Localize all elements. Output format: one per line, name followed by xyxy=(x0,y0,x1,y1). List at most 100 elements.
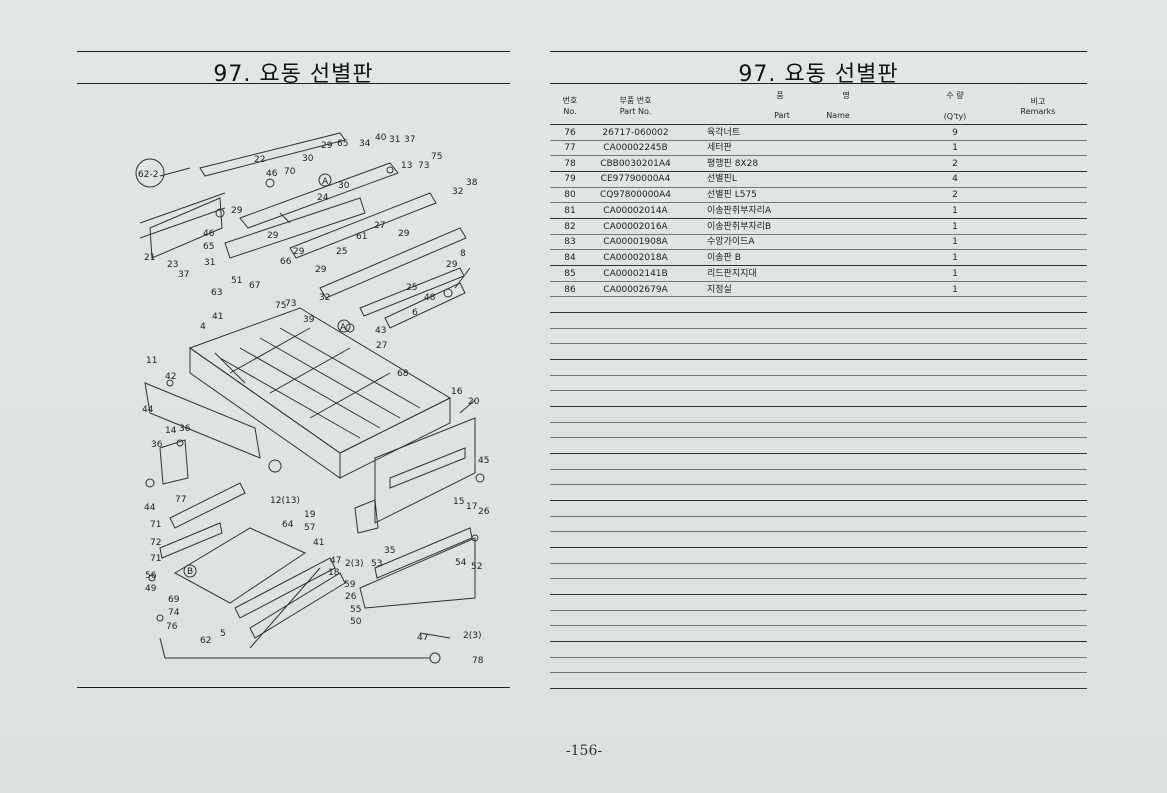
exploded-parts-diagram: 62-2 22 46 70 30 29 65 34 40 31 37 75 13… xyxy=(135,132,490,666)
row-86-qty: 1 xyxy=(952,285,958,295)
row-rule xyxy=(550,187,1087,188)
svg-text:62-2: 62-2 xyxy=(138,170,158,180)
row-85-qty: 1 xyxy=(952,269,958,279)
row-84-name: 이송판 B xyxy=(707,253,741,263)
svg-text:69: 69 xyxy=(168,595,180,605)
svg-text:55: 55 xyxy=(350,605,361,615)
svg-text:59: 59 xyxy=(344,580,356,590)
rail-part xyxy=(199,132,346,177)
row-rule xyxy=(550,202,1087,203)
svg-text:39: 39 xyxy=(303,315,315,325)
row-rule xyxy=(550,422,1087,423)
row-82-name: 이송판취부자리B xyxy=(707,222,772,232)
svg-text:47: 47 xyxy=(330,556,341,566)
rail-part xyxy=(239,162,399,229)
row-81-name: 이송판취부자리A xyxy=(707,206,772,216)
svg-text:29: 29 xyxy=(293,247,305,257)
row-rule xyxy=(550,359,1087,360)
row-78-qty: 2 xyxy=(952,159,958,169)
svg-text:24: 24 xyxy=(317,193,329,203)
svg-text:4: 4 xyxy=(200,322,206,332)
svg-text:74: 74 xyxy=(168,608,180,618)
row-81-qty: 1 xyxy=(952,206,958,216)
svg-text:77: 77 xyxy=(175,495,186,505)
row-80-name: 선별핀 L575 xyxy=(707,190,757,200)
header-no-ko: 번호 xyxy=(562,96,578,105)
svg-text:19: 19 xyxy=(304,510,316,520)
row-rule xyxy=(550,578,1087,579)
svg-text:32: 32 xyxy=(319,293,330,303)
svg-text:65: 65 xyxy=(203,242,214,252)
row-84-part: CA00002018A xyxy=(603,253,668,263)
svg-text:13: 13 xyxy=(401,161,412,171)
svg-text:67: 67 xyxy=(249,281,260,291)
svg-text:23: 23 xyxy=(167,260,178,270)
page-number: -156- xyxy=(565,743,603,759)
row-76-name: 육각너트 xyxy=(707,128,741,138)
svg-text:25: 25 xyxy=(336,247,347,257)
row-86-part: CA00002679A xyxy=(603,285,668,295)
svg-text:66: 66 xyxy=(280,257,292,267)
svg-text:71: 71 xyxy=(150,520,161,530)
svg-text:21: 21 xyxy=(144,253,155,263)
row-rule xyxy=(550,218,1087,219)
header-name-en-2: Name xyxy=(826,111,850,120)
row-rule xyxy=(550,610,1087,611)
svg-text:54: 54 xyxy=(455,558,467,568)
header-qty-en: (Q'ty) xyxy=(943,112,967,121)
svg-text:76: 76 xyxy=(166,622,178,632)
row-78-no: 78 xyxy=(564,159,576,169)
header-bottom-rule xyxy=(550,124,1087,125)
svg-text:29: 29 xyxy=(398,229,410,239)
row-83-name: 수앙가이드A xyxy=(707,237,755,247)
svg-text:73: 73 xyxy=(418,161,429,171)
callout-labels: 62-2 22 46 70 30 29 65 34 40 31 37 75 13… xyxy=(138,133,490,666)
svg-text:A: A xyxy=(322,177,329,187)
side-panel xyxy=(374,417,476,524)
row-rule xyxy=(550,641,1087,642)
screen-tray xyxy=(173,527,307,604)
row-rule xyxy=(550,328,1087,329)
row-77-name: 세터판 xyxy=(707,143,732,153)
svg-text:61: 61 xyxy=(356,232,367,242)
row-76-part: 26717-060002 xyxy=(602,128,669,138)
svg-text:64: 64 xyxy=(282,520,294,530)
row-83-no: 83 xyxy=(564,237,576,247)
header-remarks-en: Remarks xyxy=(1020,107,1056,116)
row-rule xyxy=(550,563,1087,564)
svg-text:A: A xyxy=(340,323,347,333)
row-rule xyxy=(550,281,1087,282)
row-79-no: 79 xyxy=(564,174,576,184)
svg-text:11: 11 xyxy=(146,356,157,366)
row-85-name: 리드판지지대 xyxy=(707,269,757,279)
svg-text:49: 49 xyxy=(145,584,157,594)
row-rule xyxy=(550,140,1087,141)
right-page-title: 97. 요동 선별판 xyxy=(738,62,899,87)
header-part-en: Part No. xyxy=(619,107,652,116)
row-85-no: 85 xyxy=(564,269,576,279)
right-title-rule-bottom xyxy=(550,83,1087,84)
row-rule xyxy=(550,657,1087,658)
row-78-part: CBB0030201A4 xyxy=(600,159,671,169)
svg-text:12(13): 12(13) xyxy=(270,496,300,506)
svg-text:B: B xyxy=(187,567,193,577)
svg-text:16: 16 xyxy=(451,387,463,397)
svg-text:51: 51 xyxy=(231,276,242,286)
svg-text:46: 46 xyxy=(203,229,215,239)
svg-text:26: 26 xyxy=(345,592,357,602)
header-name-ko-2: 명 xyxy=(842,91,850,100)
rail-part xyxy=(289,192,437,259)
row-79-part: CE97790000A4 xyxy=(600,174,671,184)
svg-text:2(3): 2(3) xyxy=(345,559,363,569)
left-page-title: 97. 요동 선별판 xyxy=(213,62,374,87)
left-title-rule-bottom xyxy=(77,83,510,84)
row-rule xyxy=(550,437,1087,438)
svg-text:68: 68 xyxy=(397,369,409,379)
row-86-no: 86 xyxy=(564,285,576,295)
svg-text:32: 32 xyxy=(452,187,463,197)
svg-text:78: 78 xyxy=(472,656,484,666)
svg-text:36: 36 xyxy=(151,440,163,450)
svg-text:29: 29 xyxy=(267,231,279,241)
svg-text:17: 17 xyxy=(466,502,477,512)
